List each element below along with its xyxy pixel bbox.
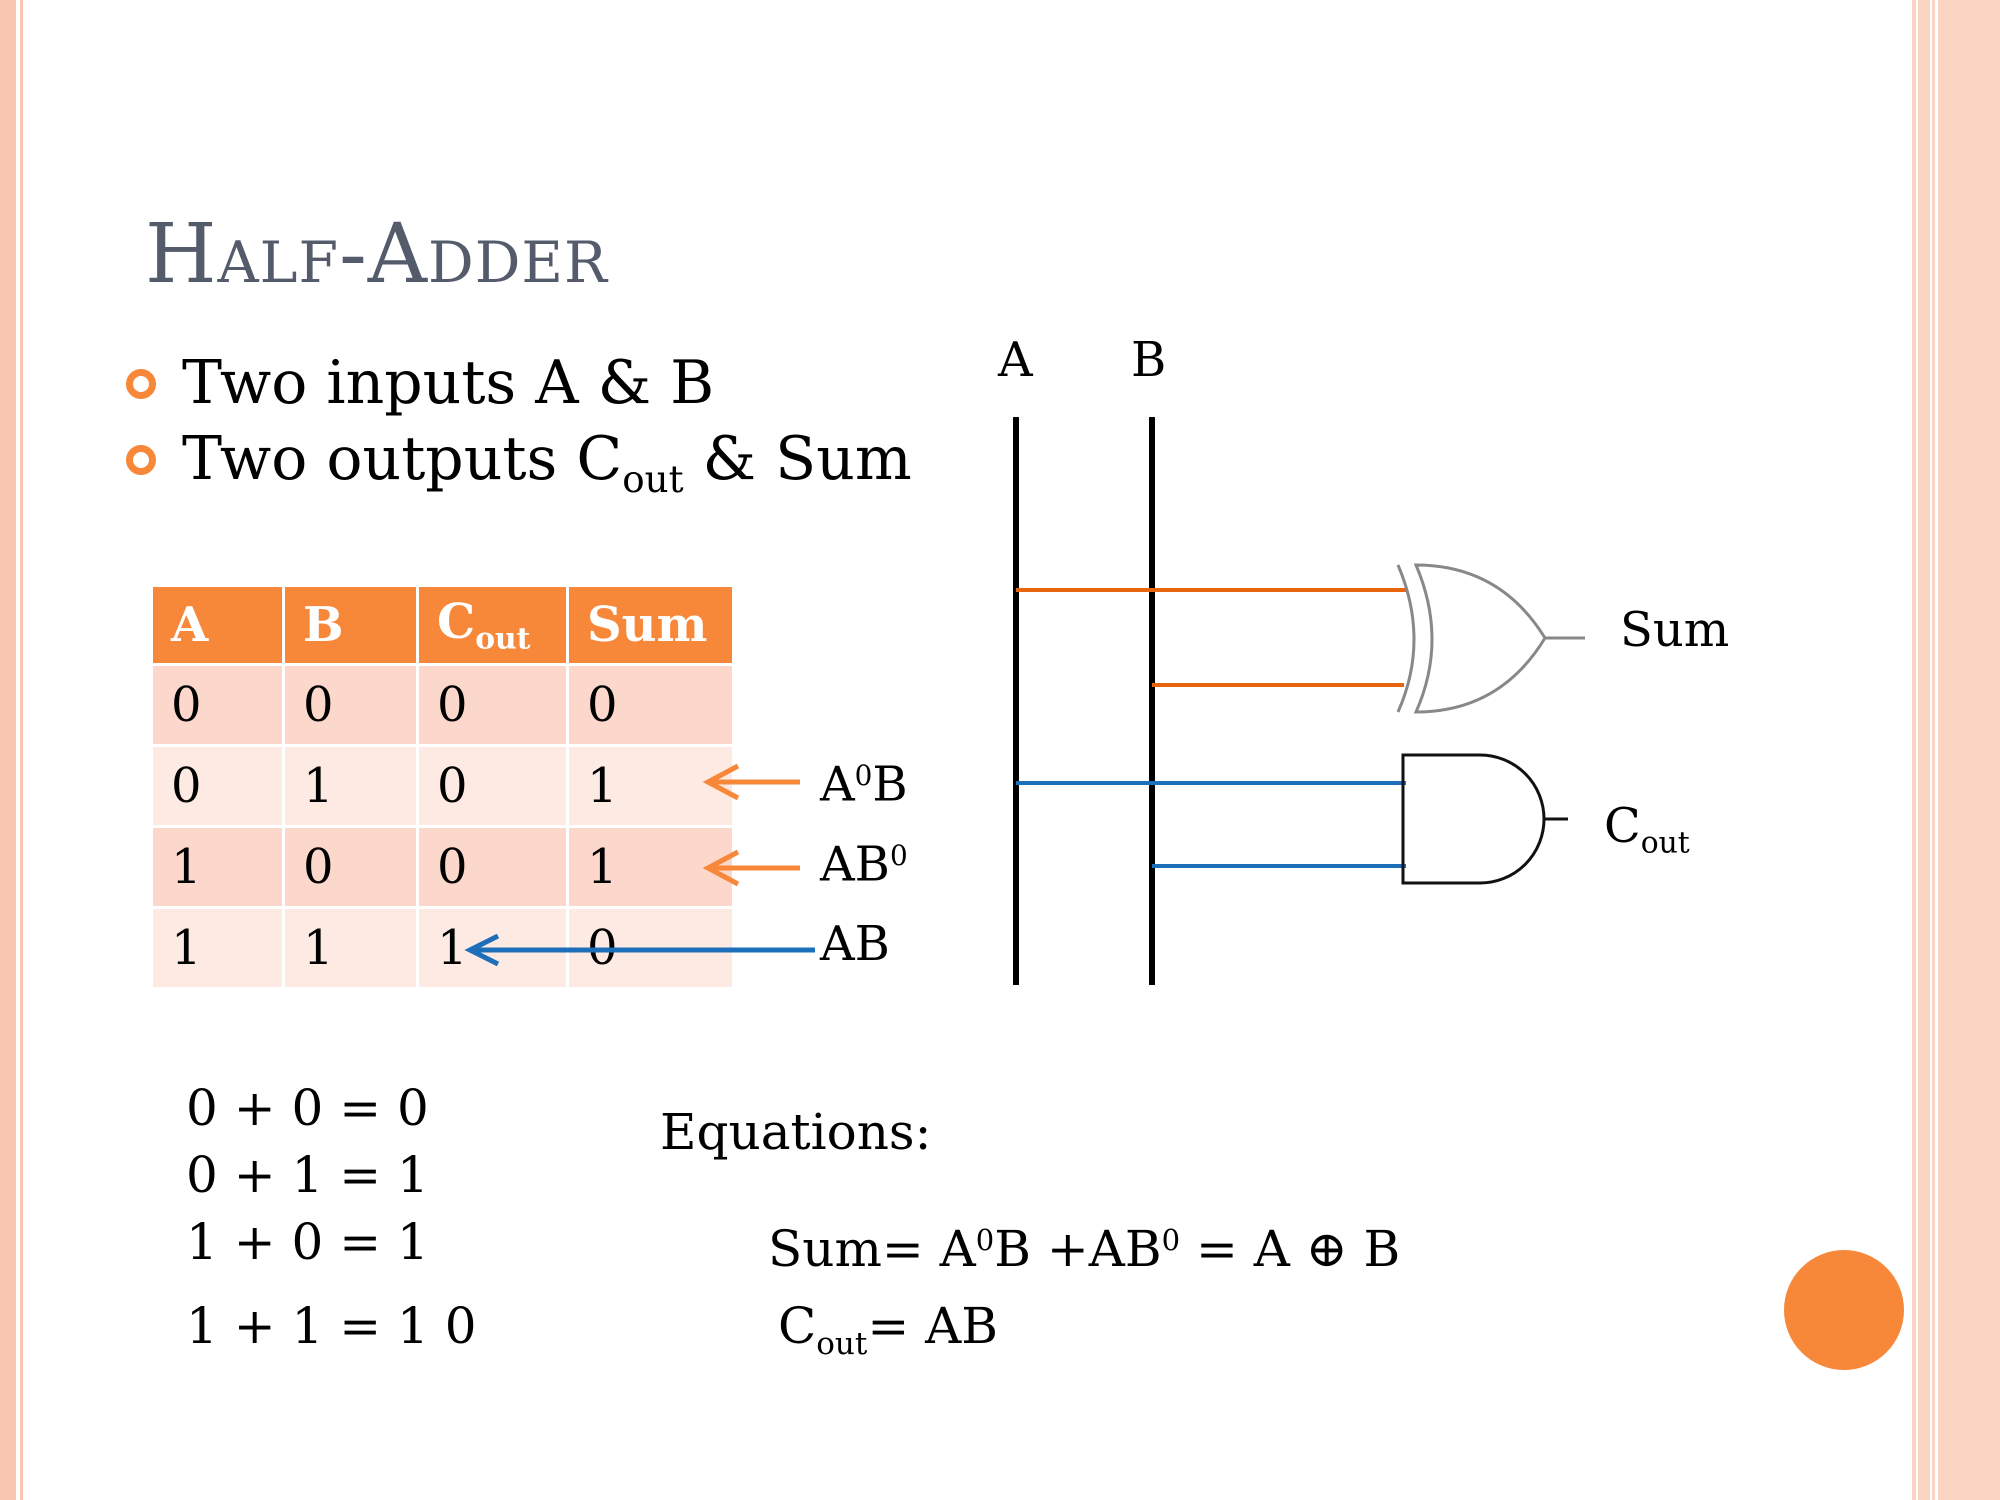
cell-b: 1: [282, 744, 419, 828]
equations-heading: Equations:: [660, 1103, 932, 1161]
cell-a: 0: [150, 744, 285, 828]
table-row: 1 0 0 1: [150, 825, 735, 909]
table-header-row: A B Cout Sum: [150, 584, 735, 666]
and-gate-icon: [1401, 753, 1568, 885]
bullet-circle-icon: [126, 369, 156, 399]
row-label-ab-not: AB0: [820, 836, 908, 893]
input-label-a: A: [998, 332, 1033, 388]
cell-b: 0: [282, 663, 419, 747]
cell-b: 1: [282, 906, 419, 990]
table-row: 0 0 0 0: [150, 663, 735, 747]
right-border-band: [1938, 0, 2000, 1500]
carry-arrow-icon: [464, 933, 815, 967]
cell-a: 1: [150, 825, 285, 909]
right-border-stripe: [1932, 0, 1935, 1500]
row-arrow-icon: [702, 763, 800, 801]
row-label-a-not-b: A0B: [820, 756, 908, 813]
arithmetic-line: 0 + 1 = 1: [186, 1146, 429, 1204]
cell-a: 1: [150, 906, 285, 990]
sum-equation: Sum= A0B +AB0 = A ⊕ B: [768, 1219, 1401, 1278]
cout-equation: Cout= AB: [778, 1297, 998, 1362]
output-label-sum: Sum: [1620, 602, 1730, 658]
cell-sum: 1: [566, 744, 735, 828]
truth-table: A B Cout Sum 0 0 0 0 0 1 0 1 1 0 0 1 1 1…: [150, 584, 735, 990]
right-border-stripe: [1918, 0, 1930, 1500]
right-border-stripe: [1912, 0, 1916, 1500]
bullet-item: Two outputs Cout & Sum: [120, 421, 980, 502]
arithmetic-line: 1 + 0 = 1: [186, 1213, 429, 1271]
slide-title: Half-Adder: [145, 207, 608, 302]
cell-cout: 0: [416, 663, 569, 747]
bullet-text: Two outputs Cout & Sum: [182, 424, 912, 502]
table-row: 0 1 0 1: [150, 744, 735, 828]
input-label-b: B: [1131, 332, 1167, 388]
xor-gate-icon: [1396, 563, 1585, 714]
arithmetic-line: 0 + 0 = 0: [186, 1079, 429, 1137]
header-b: B: [282, 584, 419, 666]
header-cout: Cout: [416, 584, 569, 666]
row-arrow-icon: [702, 849, 800, 887]
bullet-list: Two inputs A & B Two outputs Cout & Sum: [120, 345, 980, 502]
cell-sum: 1: [566, 825, 735, 909]
header-sum: Sum: [566, 584, 735, 666]
left-border-line: [20, 0, 23, 1500]
arithmetic-line: 1 + 1 = 1 0: [186, 1297, 477, 1355]
decorative-circle: [1784, 1250, 1904, 1370]
left-border-bar: [0, 0, 16, 1500]
bullet-text: Two inputs A & B: [182, 348, 715, 418]
cell-sum: 0: [566, 663, 735, 747]
cell-cout: 0: [416, 744, 569, 828]
bullet-circle-icon: [126, 445, 156, 475]
cell-a: 0: [150, 663, 285, 747]
cell-cout: 0: [416, 825, 569, 909]
bullet-item: Two inputs A & B: [120, 345, 980, 421]
output-label-cout: Cout: [1604, 798, 1690, 861]
header-a: A: [150, 584, 285, 666]
row-label-ab: AB: [820, 916, 890, 972]
cell-b: 0: [282, 825, 419, 909]
